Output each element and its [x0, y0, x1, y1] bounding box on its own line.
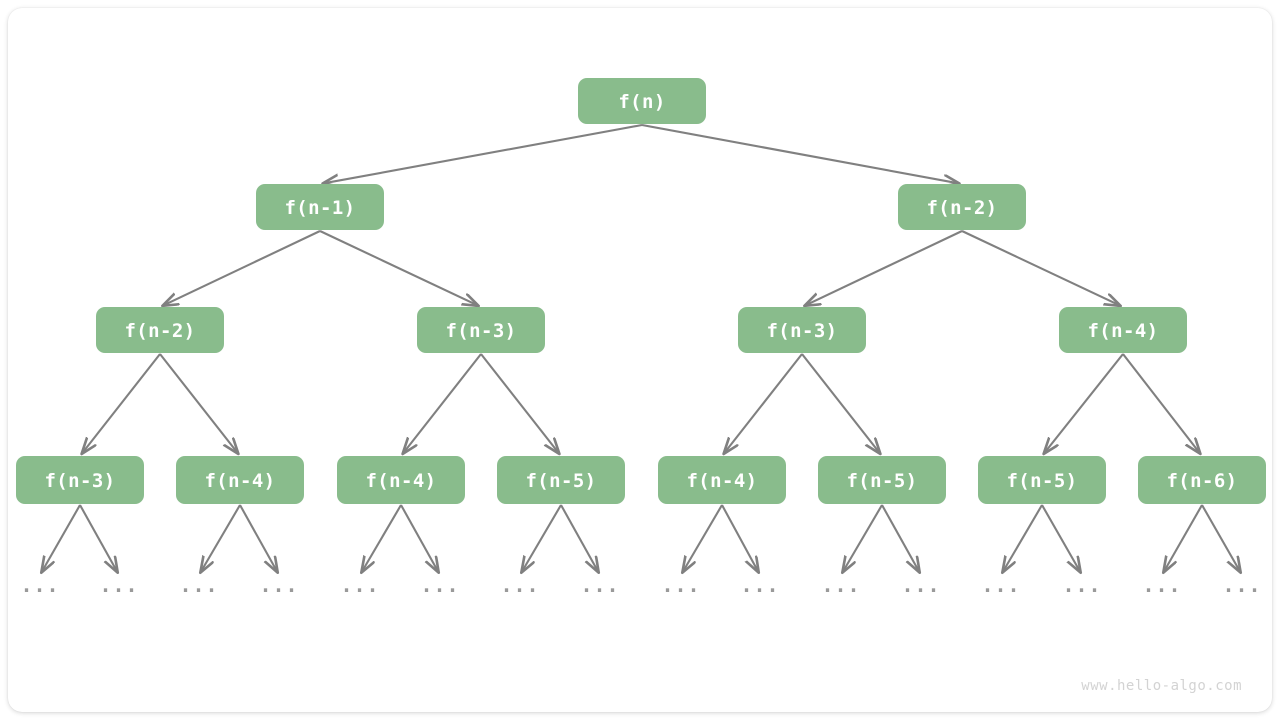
tree-edge: [560, 504, 599, 572]
tree-edge: [1003, 504, 1043, 572]
node-box: [497, 456, 625, 504]
tree-node[interactable]: f(n-6): [1138, 456, 1266, 504]
tree-node[interactable]: f(n-4): [658, 456, 786, 504]
node-label: f(n-3): [445, 320, 516, 342]
node-box: [96, 307, 224, 353]
node-box: [898, 184, 1026, 230]
node-box: [738, 307, 866, 353]
node-box: [176, 456, 304, 504]
tree-edge: [801, 353, 880, 454]
tree-edge: [1163, 504, 1203, 572]
ellipsis-node: ...: [99, 573, 138, 597]
tree-edge: [159, 353, 238, 454]
tree-edge: [805, 230, 963, 306]
node-box: [256, 184, 384, 230]
ellipsis-node: ...: [1062, 573, 1101, 597]
tree-edge: [79, 504, 118, 572]
ellipsis-node: ...: [420, 573, 459, 597]
tree-edge: [1201, 504, 1241, 572]
tree-edge: [41, 504, 81, 572]
ellipsis-node: ...: [580, 573, 619, 597]
node-box: [818, 456, 946, 504]
tree-node[interactable]: f(n-4): [1059, 307, 1187, 353]
edges-layer: [41, 123, 1241, 572]
tree-edge: [1044, 353, 1124, 454]
node-label: f(n-6): [1166, 470, 1237, 492]
node-label: f(n-4): [365, 470, 436, 492]
node-box: [578, 78, 706, 124]
tree-node[interactable]: f(n-1): [256, 184, 384, 230]
node-box: [978, 456, 1106, 504]
tree-edge: [1041, 504, 1081, 572]
node-label: f(n-5): [1006, 470, 1077, 492]
node-label: f(n-1): [284, 197, 355, 219]
tree-node[interactable]: f(n-2): [96, 307, 224, 353]
tree-edge: [239, 504, 278, 572]
node-label: f(n-4): [204, 470, 275, 492]
nodes-layer: f(n) f(n-1) f(n-2) f(n-2) f(n-3) f(n-3) f(n-4)…: [16, 78, 1266, 597]
tree-node[interactable]: f(n-3): [16, 456, 144, 504]
node-box: [658, 456, 786, 504]
tree-node[interactable]: f(n-5): [818, 456, 946, 504]
ellipsis-node: ...: [340, 573, 379, 597]
tree-node[interactable]: f(n-4): [176, 456, 304, 504]
tree-edge: [400, 504, 439, 572]
tree-edge: [201, 504, 241, 572]
tree-edge: [1122, 353, 1200, 454]
tree-edge: [319, 230, 478, 306]
node-label: f(n-4): [686, 470, 757, 492]
node-box: [417, 307, 545, 353]
ellipsis-node: ...: [179, 573, 218, 597]
node-label: f(n-2): [926, 197, 997, 219]
ellipsis-node: ...: [740, 573, 779, 597]
node-box: [337, 456, 465, 504]
node-label: f(n-5): [525, 470, 596, 492]
tree-edge: [721, 504, 759, 572]
node-box: [16, 456, 144, 504]
node-label: f(n-2): [124, 320, 195, 342]
tree-edge: [163, 230, 321, 306]
tree-edge: [961, 230, 1120, 306]
ellipsis-node: ...: [1142, 573, 1181, 597]
tree-edge: [641, 123, 959, 183]
ellipsis-node: ...: [1222, 573, 1261, 597]
tree-node[interactable]: f(n-3): [417, 307, 545, 353]
ellipsis-node: ...: [661, 573, 700, 597]
node-label: f(n-3): [44, 470, 115, 492]
tree-node[interactable]: f(n-5): [497, 456, 625, 504]
tree-node[interactable]: f(n-5): [978, 456, 1106, 504]
watermark: www.hello-algo.com: [1081, 678, 1242, 694]
tree-edge: [881, 504, 920, 572]
tree-edge: [82, 353, 161, 454]
tree-node[interactable]: f(n): [578, 78, 706, 124]
ellipsis-node: ...: [981, 573, 1020, 597]
tree-edge: [724, 353, 803, 454]
ellipsis-node: ...: [20, 573, 59, 597]
tree-edge: [843, 504, 883, 572]
tree-edge: [522, 504, 562, 572]
ellipsis-node: ...: [821, 573, 860, 597]
tree-edge: [403, 353, 482, 454]
ellipsis-node: ...: [500, 573, 539, 597]
node-box: [1059, 307, 1187, 353]
node-label: f(n-4): [1087, 320, 1158, 342]
tree-edge: [683, 504, 723, 572]
tree-edge: [362, 504, 402, 572]
tree-edge: [323, 123, 643, 183]
tree-node[interactable]: f(n-3): [738, 307, 866, 353]
node-label: f(n-5): [846, 470, 917, 492]
ellipsis-node: ...: [259, 573, 298, 597]
node-label: f(n): [618, 91, 665, 113]
tree-node[interactable]: f(n-2): [898, 184, 1026, 230]
tree-node[interactable]: f(n-4): [337, 456, 465, 504]
tree-edge: [480, 353, 559, 454]
node-label: f(n-3): [766, 320, 837, 342]
node-box: [1138, 456, 1266, 504]
ellipsis-node: ...: [901, 573, 940, 597]
